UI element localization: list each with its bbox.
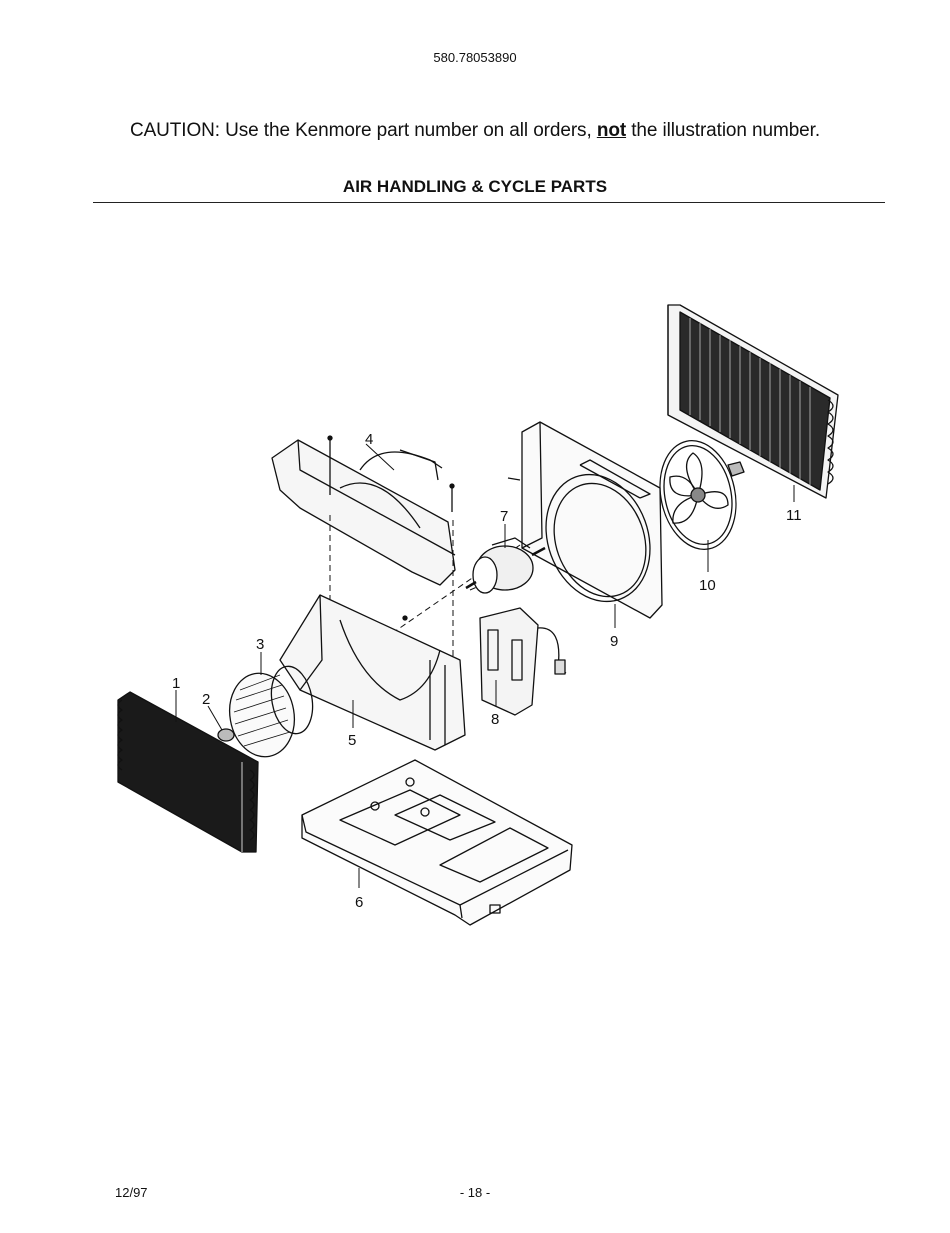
page-number: - 18 - xyxy=(0,1185,950,1200)
callout-11: 11 xyxy=(786,507,802,524)
callout-6: 6 xyxy=(355,894,363,911)
callout-2: 2 xyxy=(202,691,210,708)
callout-3: 3 xyxy=(256,636,264,653)
clamp-drawing xyxy=(218,729,234,741)
condenser-fan-drawing xyxy=(650,434,745,557)
callout-5: 5 xyxy=(348,732,356,749)
base-pan-drawing xyxy=(302,760,572,925)
callout-4: 4 xyxy=(365,431,373,448)
air-duct-drawing xyxy=(272,436,455,585)
callout-7: 7 xyxy=(500,508,508,525)
condenser-coil-drawing xyxy=(668,305,838,498)
callout-9: 9 xyxy=(610,633,618,650)
fan-shroud-drawing xyxy=(508,422,667,618)
callout-1: 1 xyxy=(172,675,180,692)
callout-10: 10 xyxy=(699,577,716,594)
motor-mount-drawing xyxy=(480,608,566,715)
callout-8: 8 xyxy=(491,711,499,728)
